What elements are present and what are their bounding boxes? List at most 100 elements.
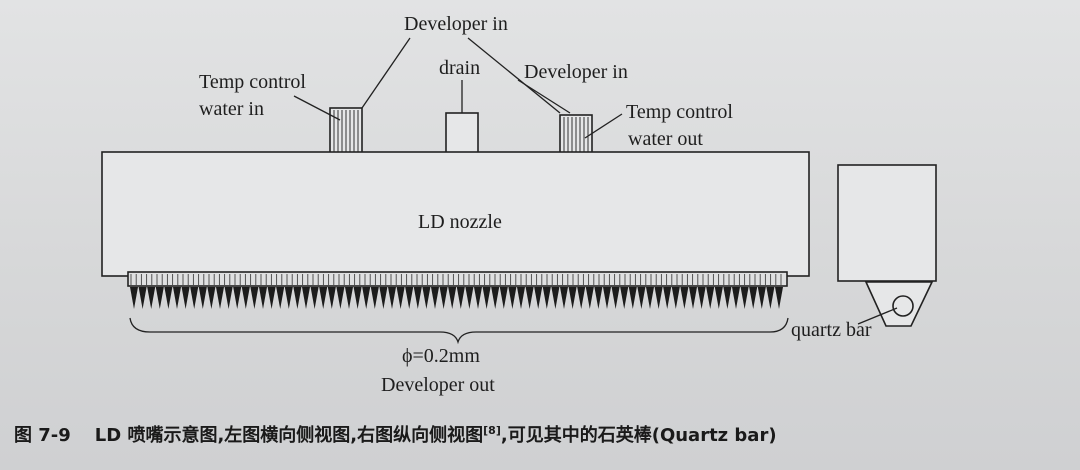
nozzle-tooth	[465, 287, 474, 309]
nozzle-tooth	[345, 287, 353, 309]
nozzle-tooth	[637, 287, 646, 309]
nozzle-tooth	[233, 287, 242, 309]
nozzle-tooth	[697, 287, 706, 309]
label-temp-out-line1: Temp control	[626, 101, 733, 123]
nozzle-tooth	[284, 287, 293, 309]
nozzle-tooth	[405, 287, 414, 309]
nozzle-tooth	[155, 287, 164, 309]
nozzle-tooth	[336, 287, 345, 309]
nozzle-tooth	[620, 287, 629, 309]
nozzle-tooth	[757, 287, 766, 309]
caption-figure-number: 图 7-9	[14, 425, 71, 446]
nozzle-tooth	[671, 287, 680, 309]
nozzle-tooth	[448, 287, 457, 309]
nozzle-tooth	[491, 287, 500, 309]
caption-text-after: ,可见其中的石英棒(Quartz bar)	[501, 424, 777, 446]
nozzle-tooth	[508, 287, 517, 309]
caption-text: LD 喷嘴示意图,左图横向侧视图,右图纵向侧视图	[95, 424, 483, 446]
nozzle-tooth	[766, 287, 775, 309]
label-developer-in-top: Developer in	[404, 13, 508, 35]
nozzle-tooth	[628, 287, 637, 309]
nozzle-tooth	[517, 287, 525, 309]
nozzle-tooth	[680, 287, 689, 309]
nozzle-tooth	[775, 287, 783, 309]
nozzle-tooth	[327, 287, 336, 309]
leader-temp-in	[293, 95, 341, 121]
nozzle-tooth	[603, 287, 611, 309]
nozzle-tooth	[534, 287, 543, 309]
nozzle-tooth	[181, 287, 190, 309]
nozzle-tooth	[654, 287, 663, 309]
nozzle-tooth	[216, 287, 224, 309]
nozzle-tooth	[379, 287, 388, 309]
nozzle-tooth	[190, 287, 199, 309]
nozzle-tooth	[198, 287, 207, 309]
nozzle-tooth	[706, 287, 715, 309]
nozzle-tooth	[439, 287, 448, 309]
ld-nozzle-body	[101, 151, 810, 277]
nozzle-tooth	[723, 287, 732, 309]
nozzle-tooth	[482, 287, 491, 309]
nozzle-tooth	[173, 287, 181, 309]
nozzle-tooth	[749, 287, 758, 309]
caption-ref: [8]	[483, 424, 501, 437]
nozzle-tooth	[259, 287, 267, 309]
nozzle-tooth	[525, 287, 534, 309]
nozzle-tooth	[224, 287, 233, 309]
leader-developer-in-left	[361, 37, 411, 109]
label-ld-nozzle: LD nozzle	[418, 211, 502, 233]
nozzle-tooth	[310, 287, 319, 309]
nozzle-tooth	[319, 287, 328, 309]
nozzle-tooth	[594, 287, 603, 309]
nozzle-tooth	[577, 287, 586, 309]
leader-developer-in-right	[517, 79, 571, 114]
nozzle-tooth	[147, 287, 156, 309]
nozzle-tooth	[542, 287, 551, 309]
label-temp-out-line2: water out	[628, 128, 703, 150]
nozzle-tooth	[396, 287, 405, 309]
nozzle-tooth	[560, 287, 568, 309]
nozzle-tooth	[422, 287, 431, 309]
nozzle-tooth	[714, 287, 723, 309]
comb-ticks	[130, 274, 782, 285]
nozzle-tooth	[568, 287, 577, 309]
nozzle-tooth	[551, 287, 560, 309]
nozzle-tooth	[413, 287, 422, 309]
nozzle-tooth	[207, 287, 216, 309]
nozzle-tooth	[130, 287, 138, 309]
label-developer-in-right: Developer in	[524, 61, 628, 83]
nozzle-tooth	[293, 287, 302, 309]
nozzle-tooth	[164, 287, 173, 309]
nozzle-tooth	[689, 287, 697, 309]
nozzle-tooth	[353, 287, 362, 309]
comb-strip	[127, 271, 788, 287]
label-quartz-bar: quartz bar	[791, 319, 872, 341]
nozzle-tooth	[276, 287, 285, 309]
leader-quartz-bar	[857, 307, 898, 325]
nozzle-tooth	[585, 287, 594, 309]
nozzle-tooth	[388, 287, 396, 309]
label-temp-in-line1: Temp control	[199, 71, 306, 93]
leader-temp-out	[584, 113, 623, 139]
side-view-body	[837, 164, 937, 282]
nozzle-teeth	[130, 287, 783, 309]
nozzle-tooth	[302, 287, 310, 309]
nozzle-tooth	[474, 287, 482, 309]
nozzle-tooth	[499, 287, 508, 309]
nozzle-tooth	[250, 287, 259, 309]
width-brace	[129, 317, 789, 345]
figure-caption: 图 7-9 LD 喷嘴示意图,左图横向侧视图,右图纵向侧视图[8],可见其中的石英…	[14, 424, 777, 446]
nozzle-tooth	[370, 287, 379, 309]
nozzle-tooth	[138, 287, 147, 309]
nozzle-tooth	[431, 287, 439, 309]
nozzle-tooth	[362, 287, 371, 309]
nozzle-tooth	[646, 287, 654, 309]
leader-developer-in-center	[467, 37, 561, 114]
nozzle-tooth	[740, 287, 749, 309]
nozzle-tooth	[456, 287, 465, 309]
nozzle-tooth	[663, 287, 672, 309]
label-drain: drain	[439, 57, 480, 79]
quartz-bar-circle	[892, 295, 914, 317]
